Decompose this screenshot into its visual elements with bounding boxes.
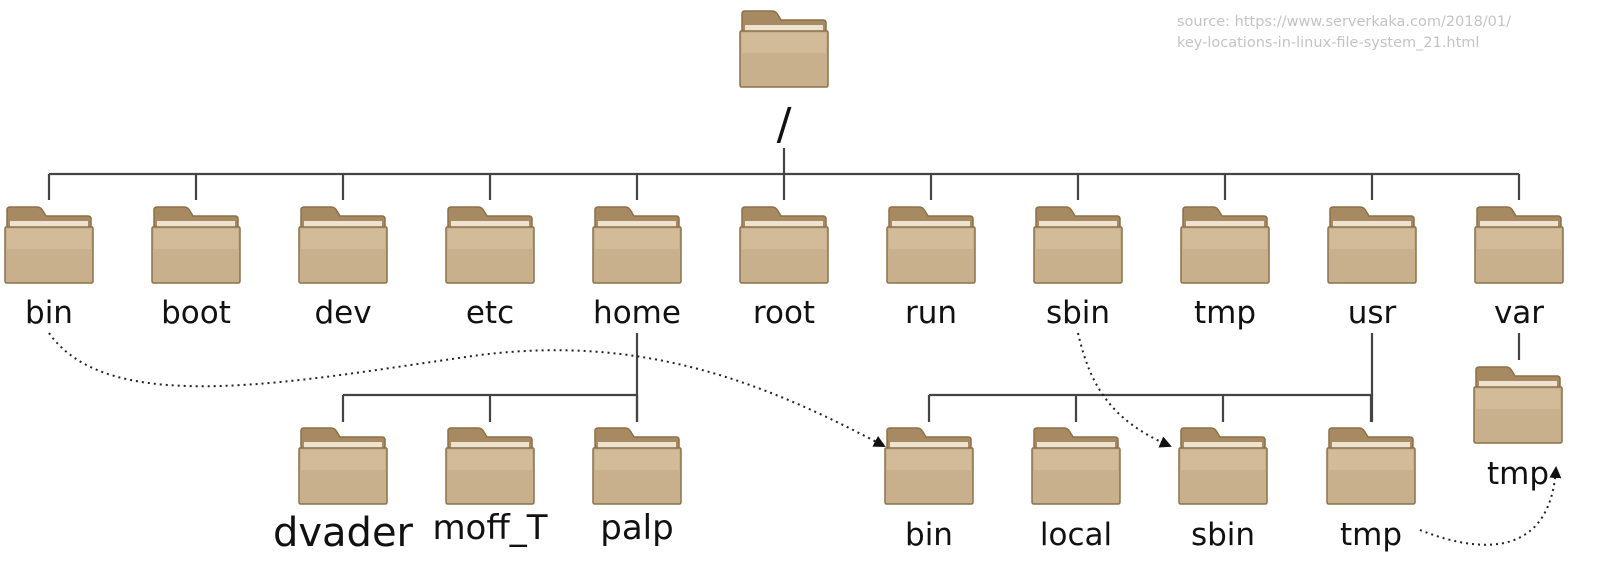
- folder-icon: [4, 205, 94, 285]
- folder-icon: [1180, 205, 1270, 285]
- folder-icon: [445, 426, 535, 506]
- folder-icon: [151, 205, 241, 285]
- source-note-line-2: key-locations-in-linux-file-system_21.ht…: [1177, 35, 1480, 51]
- folder-bin-label: bin: [25, 295, 73, 331]
- usr-folder-local-label: local: [1039, 517, 1113, 553]
- folder-etc-label: etc: [465, 295, 515, 331]
- folder-run-label: run: [904, 295, 958, 331]
- root-folder-label: /: [776, 99, 792, 150]
- folder-icon: [445, 205, 535, 285]
- folder-icon: [886, 205, 976, 285]
- folder-root-label: root: [752, 295, 816, 331]
- link-arrow-sbin-to-usr-sbin: [1077, 332, 1172, 448]
- var-folder-tmp-label: tmp: [1486, 456, 1550, 492]
- folder-icon: [1327, 205, 1417, 285]
- folder-usr-label: usr: [1347, 295, 1397, 331]
- home-folder-moff_T-label: moff_T: [432, 508, 548, 548]
- folder-icon: [1178, 426, 1268, 506]
- usr-folder-tmp-label: tmp: [1339, 517, 1403, 553]
- folder-icon: [739, 9, 829, 89]
- folder-icon: [592, 426, 682, 506]
- usr-folder-bin-label: bin: [905, 517, 953, 553]
- source-note: source: https://www.serverkaka.com/2018/…: [1177, 12, 1577, 54]
- folder-icon: [1474, 205, 1564, 285]
- folder-icon: [1326, 426, 1416, 506]
- folder-icon: [739, 205, 829, 285]
- folder-icon: [592, 205, 682, 285]
- folder-icon: [1031, 426, 1121, 506]
- folder-icon: [298, 426, 388, 506]
- folder-icon: [884, 426, 974, 506]
- usr-folder-sbin-label: sbin: [1190, 517, 1256, 553]
- folder-sbin-label: sbin: [1045, 295, 1111, 331]
- folder-dev-label: dev: [314, 295, 372, 331]
- folder-boot-label: boot: [161, 295, 231, 331]
- source-note-line-1: source: https://www.serverkaka.com/2018/…: [1177, 14, 1512, 30]
- folder-icon: [298, 205, 388, 285]
- home-folder-palp-label: palp: [600, 508, 674, 548]
- folder-tmp-label: tmp: [1193, 295, 1257, 331]
- home-folder-dvader-label: dvader: [272, 510, 414, 556]
- folder-var-label: var: [1493, 295, 1545, 331]
- folder-icon: [1033, 205, 1123, 285]
- folder-home-label: home: [593, 295, 681, 331]
- folder-icon: [1473, 365, 1563, 445]
